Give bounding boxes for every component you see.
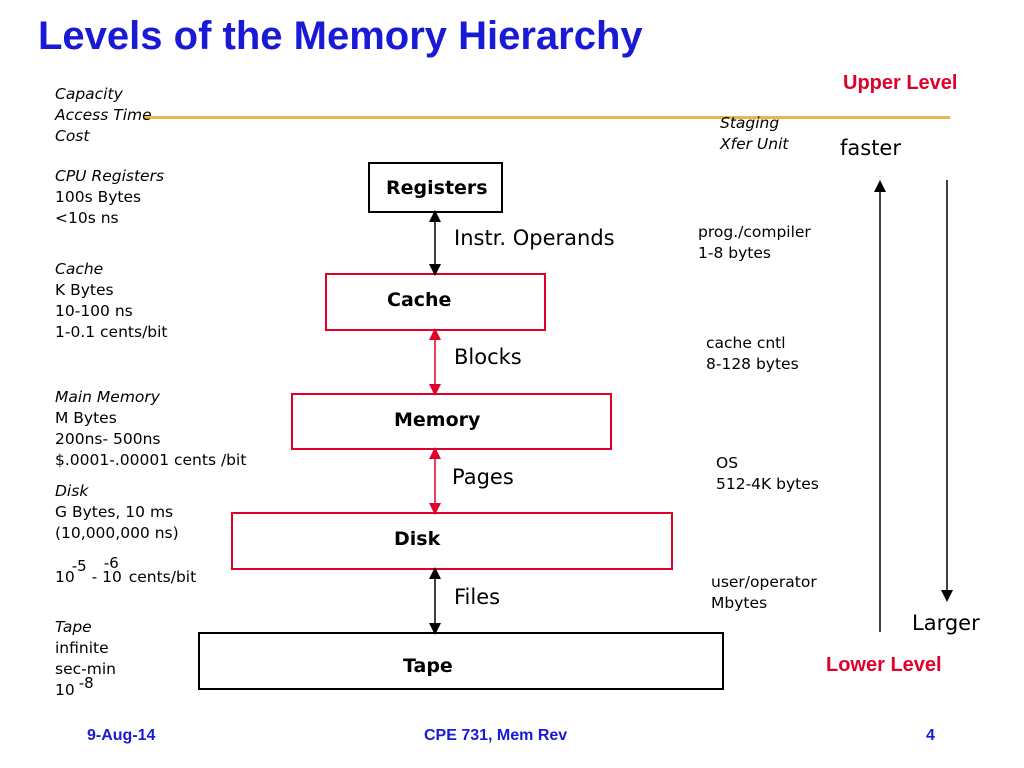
transfer-manager-1: prog./compiler 1-8 bytes	[698, 222, 811, 264]
memory-specs: Main Memory M Bytes 200ns- 500ns $.0001-…	[55, 387, 246, 471]
access-time-header: Access Time	[55, 106, 152, 124]
cost-header: Cost	[55, 127, 90, 145]
disk-box-label: Disk	[394, 528, 441, 550]
tape-specs: Tape infinite sec-min 10-8	[55, 617, 116, 701]
tape-name: Tape	[55, 618, 92, 636]
registers-time: <10s ns	[55, 209, 119, 227]
column-header: Capacity Access Time Cost	[55, 84, 152, 147]
cache-specs: Cache K Bytes 10-100 ns 1-0.1 cents/bit	[55, 259, 168, 343]
transfer-unit-3: Pages	[452, 465, 514, 489]
tape-time: sec-min	[55, 660, 116, 678]
disk-capacity: G Bytes, 10 ms	[55, 503, 174, 521]
upper-level-label: Upper Level	[843, 72, 958, 94]
tape-cost-base: 10	[55, 681, 75, 699]
manager-3: OS	[716, 454, 739, 472]
registers-capacity: 100s Bytes	[55, 188, 142, 206]
transfer-unit-4: Files	[454, 585, 501, 609]
disk-cost: 10-5 - 10-6 cents/bit	[55, 554, 197, 588]
disk-cost-base2: 10	[102, 568, 122, 586]
size-2: 8-128 bytes	[706, 355, 799, 373]
memory-name: Main Memory	[55, 388, 160, 406]
footer-date: 9-Aug-14	[87, 727, 156, 744]
tape-box: Tape	[198, 632, 724, 690]
size-4: Mbytes	[711, 594, 768, 612]
size-3: 512-4K bytes	[716, 475, 819, 493]
transfer-unit-2: Blocks	[454, 345, 522, 369]
footer-page-number: 4	[926, 727, 935, 744]
cache-name: Cache	[55, 260, 104, 278]
registers-box-label: Registers	[386, 177, 488, 199]
faster-label: faster	[840, 136, 901, 160]
transfer-manager-4: user/operator Mbytes	[711, 572, 817, 614]
slide-title: Levels of the Memory Hierarchy	[38, 14, 643, 58]
cache-capacity: K Bytes	[55, 281, 114, 299]
size-1: 1-8 bytes	[698, 244, 771, 262]
disk-time: (10,000,000 ns)	[55, 524, 179, 542]
transfer-unit-1: Instr. Operands	[454, 226, 615, 250]
transfer-manager-3: OS 512-4K bytes	[716, 453, 819, 495]
staging-line2: Xfer Unit	[720, 135, 789, 153]
cache-box-label: Cache	[387, 289, 452, 311]
cache-time: 10-100 ns	[55, 302, 133, 320]
manager-4: user/operator	[711, 573, 817, 591]
disk-cost-tail: cents/bit	[118, 568, 197, 586]
capacity-header: Capacity	[55, 85, 123, 103]
registers-specs: CPU Registers 100s Bytes <10s ns	[55, 166, 164, 229]
staging-header: Staging Xfer Unit	[720, 113, 788, 155]
memory-cost: $.0001-.00001 cents /bit	[55, 451, 247, 469]
tape-cost-exp: -8	[78, 674, 94, 692]
tape-capacity: infinite	[55, 639, 109, 657]
disk-specs: Disk G Bytes, 10 ms (10,000,000 ns)	[55, 481, 179, 544]
manager-1: prog./compiler	[698, 223, 811, 241]
larger-label: Larger	[912, 611, 980, 635]
disk-cost-exp1: -5	[71, 557, 87, 575]
staging-line1: Staging	[720, 114, 780, 132]
footer-course: CPE 731, Mem Rev	[424, 727, 568, 744]
title-underline	[143, 116, 950, 119]
disk-box: Disk	[231, 512, 673, 570]
memory-box-label: Memory	[394, 409, 481, 431]
disk-cost-base1: 10	[55, 568, 75, 586]
disk-name: Disk	[55, 482, 89, 500]
manager-2: cache cntl	[706, 334, 786, 352]
memory-box: Memory	[291, 393, 612, 450]
transfer-manager-2: cache cntl 8-128 bytes	[706, 333, 799, 375]
disk-cost-exp2: -6	[103, 554, 119, 572]
cache-cost: 1-0.1 cents/bit	[55, 323, 168, 341]
disk-cost-sep: -	[86, 568, 103, 586]
memory-capacity: M Bytes	[55, 409, 117, 427]
tape-box-label: Tape	[403, 655, 453, 677]
registers-name: CPU Registers	[55, 167, 165, 185]
memory-time: 200ns- 500ns	[55, 430, 161, 448]
lower-level-label: Lower Level	[826, 654, 942, 676]
